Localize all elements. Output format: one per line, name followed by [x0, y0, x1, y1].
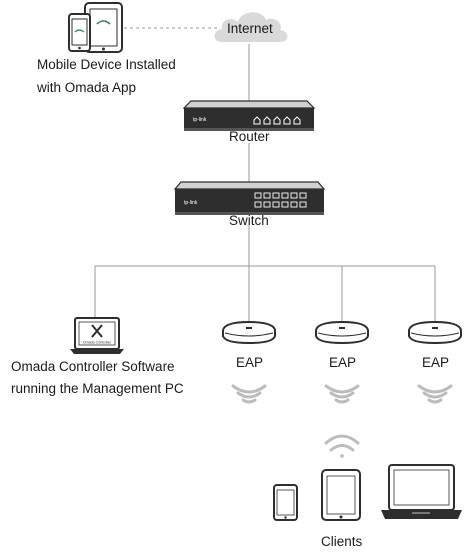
wifi-icon: [324, 434, 360, 458]
wifi-icon: [231, 384, 267, 404]
phone-tablet-icon: [68, 2, 123, 53]
switch-icon: tp-link: [173, 181, 326, 215]
access-point-icon: [315, 320, 369, 345]
eap-label-2: EAP: [329, 355, 357, 370]
tablet-icon: [321, 469, 361, 521]
router-brand-text: tp-link: [193, 117, 207, 123]
switch-label: Switch: [229, 213, 269, 228]
eap-label-1: EAP: [236, 355, 264, 370]
wifi-icon: [324, 384, 360, 404]
clients-label: Clients: [321, 534, 363, 549]
cloud-icon: [214, 12, 288, 43]
controller-label-line1: Omada Controller Software: [11, 359, 175, 374]
eap-label-3: EAP: [422, 355, 450, 370]
wifi-icon: [417, 384, 453, 404]
router-label: Router: [229, 129, 270, 144]
access-point-icon: [408, 320, 462, 345]
controller-label-line2: running the Management PC: [11, 381, 184, 396]
smartphone-icon: [273, 484, 298, 521]
router-icon: tp-link: [182, 100, 316, 131]
switch-brand-text: tp-link: [184, 200, 198, 206]
tools-icon: [91, 324, 103, 338]
connection-lines: [94, 27, 436, 322]
mobile-device-label-line1: Mobile Device Installed: [37, 57, 176, 72]
controller-screen-text: Omada Controller: [83, 341, 112, 345]
laptop-icon: [381, 464, 462, 519]
internet-label: Internet: [227, 21, 273, 36]
laptop-icon: Omada Controller: [70, 317, 124, 354]
mobile-device-label-line2: with Omada App: [37, 80, 137, 95]
access-point-icon: [222, 320, 276, 345]
